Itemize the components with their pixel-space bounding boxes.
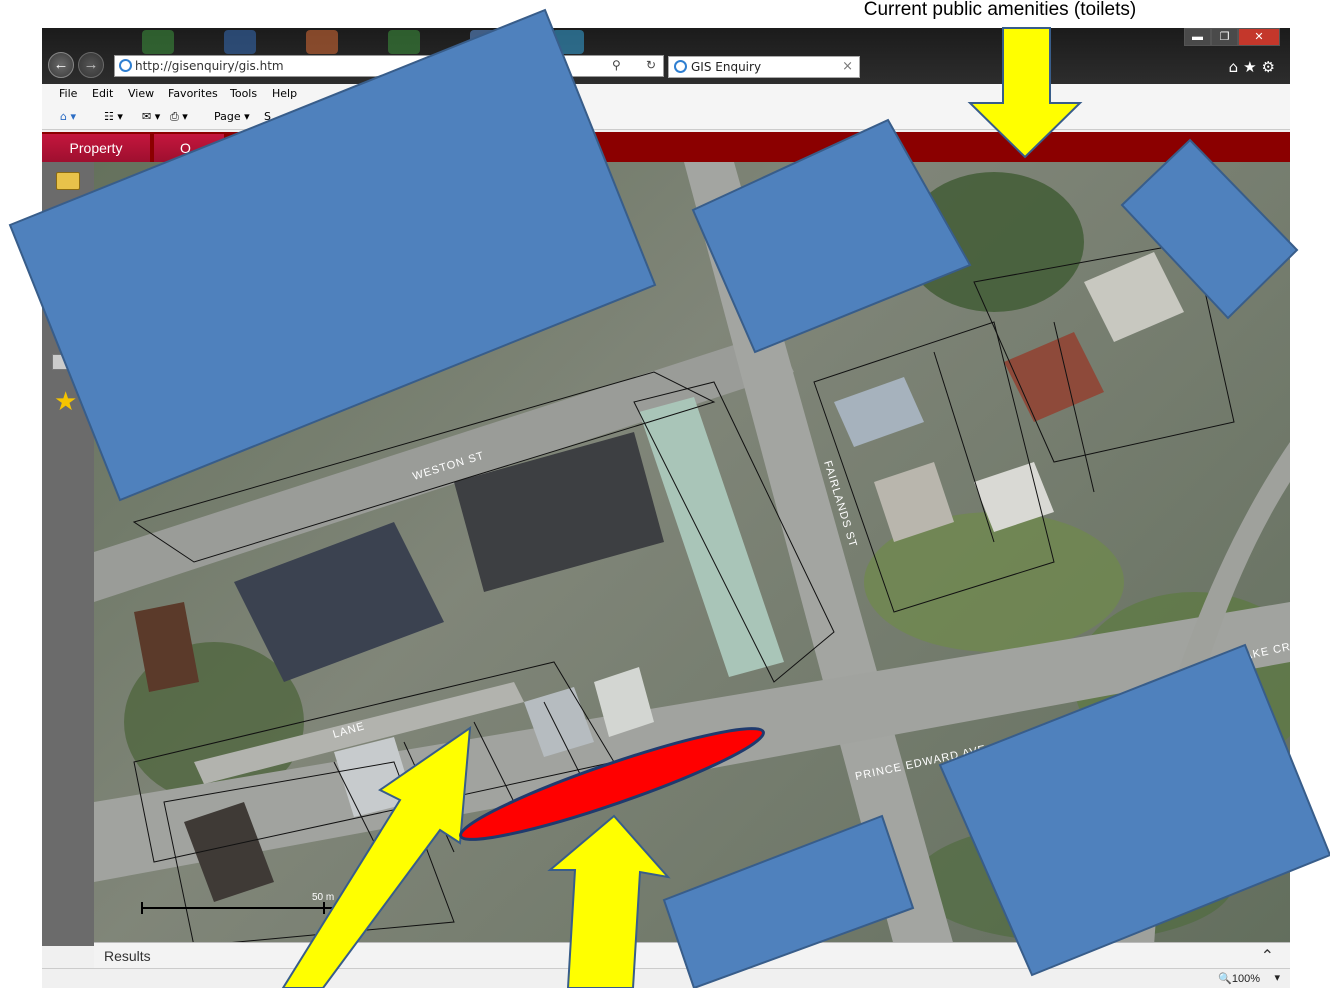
tab-title: GIS Enquiry [691,60,762,74]
address-url: http://gisenquiry/gis.htm [135,59,284,73]
menu-edit[interactable]: Edit [92,87,114,100]
browser-tab[interactable]: GIS Enquiry × [668,56,860,78]
app-icon [306,30,338,54]
tree-canopy [904,172,1084,312]
print-icon[interactable]: ⎙ ▾ [170,110,188,123]
browser-window: ← → http://gisenquiry/gis.htm ⚲ ↻ GIS En… [42,28,1290,988]
maximize-button[interactable]: ❐ [1211,28,1238,46]
taskbar-icons [142,30,584,54]
parcel-line [933,351,995,543]
chevron-up-icon[interactable]: ⌃ [1260,948,1274,965]
tab-property[interactable]: Property [42,134,150,162]
page-menu[interactable]: Page ▾ [214,110,250,123]
browser-titlebar: ← → http://gisenquiry/gis.htm ⚲ ↻ GIS En… [42,28,1290,84]
app-icon [388,30,420,54]
close-button[interactable]: ✕ [1238,28,1280,46]
left-toolbar: ★ [42,162,94,946]
grass-area [864,512,1124,652]
building-roof [639,397,784,677]
results-panel-bar[interactable]: Results ⌃ [94,942,1290,968]
annotation-caption: Current public amenities (toilets) [863,0,1137,20]
tab-second[interactable]: O [154,134,224,162]
road-fairlands-st [684,162,954,946]
parcel-boundary [633,381,835,683]
building-roof [234,522,444,682]
results-label: Results [104,948,151,964]
ie-icon [119,59,132,72]
mail-icon[interactable]: ✉ ▾ [142,110,161,123]
refresh-icon[interactable]: ↻ [646,58,657,72]
app-tab-bar: Property O [42,132,1290,162]
search-icon[interactable]: ⚲ [612,58,621,72]
zoom-level[interactable]: 🔍100% [1218,973,1260,985]
building-roof [134,602,199,692]
menu-view[interactable]: View [128,87,155,100]
zoom-dropdown-icon[interactable]: ▾ [1274,972,1280,984]
folder-icon[interactable] [56,172,80,190]
safety-menu[interactable]: S [264,110,271,123]
building-roof [594,667,654,737]
command-bar: ⌂ ▾ ☷ ▾ ✉ ▾ ⎙ ▾ Page ▾ S [42,104,1290,130]
address-bar[interactable]: http://gisenquiry/gis.htm [114,55,664,77]
zoom-value: 100% [1231,973,1260,985]
menu-favorites[interactable]: Favorites [168,87,218,100]
tab-close-button[interactable]: × [842,59,853,74]
app-icon [470,30,502,54]
map-canvas[interactable]: WESTON ST FAIRLANDS ST THE LAKE CRCT PRI… [94,162,1290,946]
status-bar: 🔍100% ▾ [42,968,1290,988]
map-view[interactable]: WESTON ST FAIRLANDS ST THE LAKE CRCT PRI… [94,162,1290,946]
scale-sub-label: 20 [352,916,364,927]
menu-bar: File Edit View Favorites Tools Help [42,84,1290,104]
building-roof [184,802,274,902]
building-roof [874,462,954,542]
home-favorites-tools-icons[interactable]: ⌂★⚙ [1228,58,1280,76]
layers-icon[interactable] [52,354,68,370]
app-icon [142,30,174,54]
home-icon[interactable]: ⌂ ▾ [60,110,77,123]
tree-canopy [914,822,1234,942]
building-roof [974,462,1054,532]
scale-label: 50 m [312,892,334,903]
forward-button[interactable]: → [78,52,104,78]
app-icon [552,30,584,54]
menu-help[interactable]: Help [272,87,298,100]
building-roof [1084,252,1184,342]
minimize-button[interactable]: ▬ [1184,28,1211,46]
star-icon[interactable]: ★ [54,386,78,416]
window-controls: ▬ ❐ ✕ [1184,28,1280,46]
menu-file[interactable]: File [59,87,78,100]
building-roof-red [1004,332,1104,422]
feeds-icon[interactable]: ☷ ▾ [104,110,123,123]
ie-icon [674,60,687,73]
app-icon [224,30,256,54]
back-button[interactable]: ← [48,52,74,78]
scale-bar: 50 m 20 [141,892,364,927]
building-roof [834,377,924,447]
menu-tools[interactable]: Tools [230,87,258,100]
parcel-line [1053,321,1095,493]
